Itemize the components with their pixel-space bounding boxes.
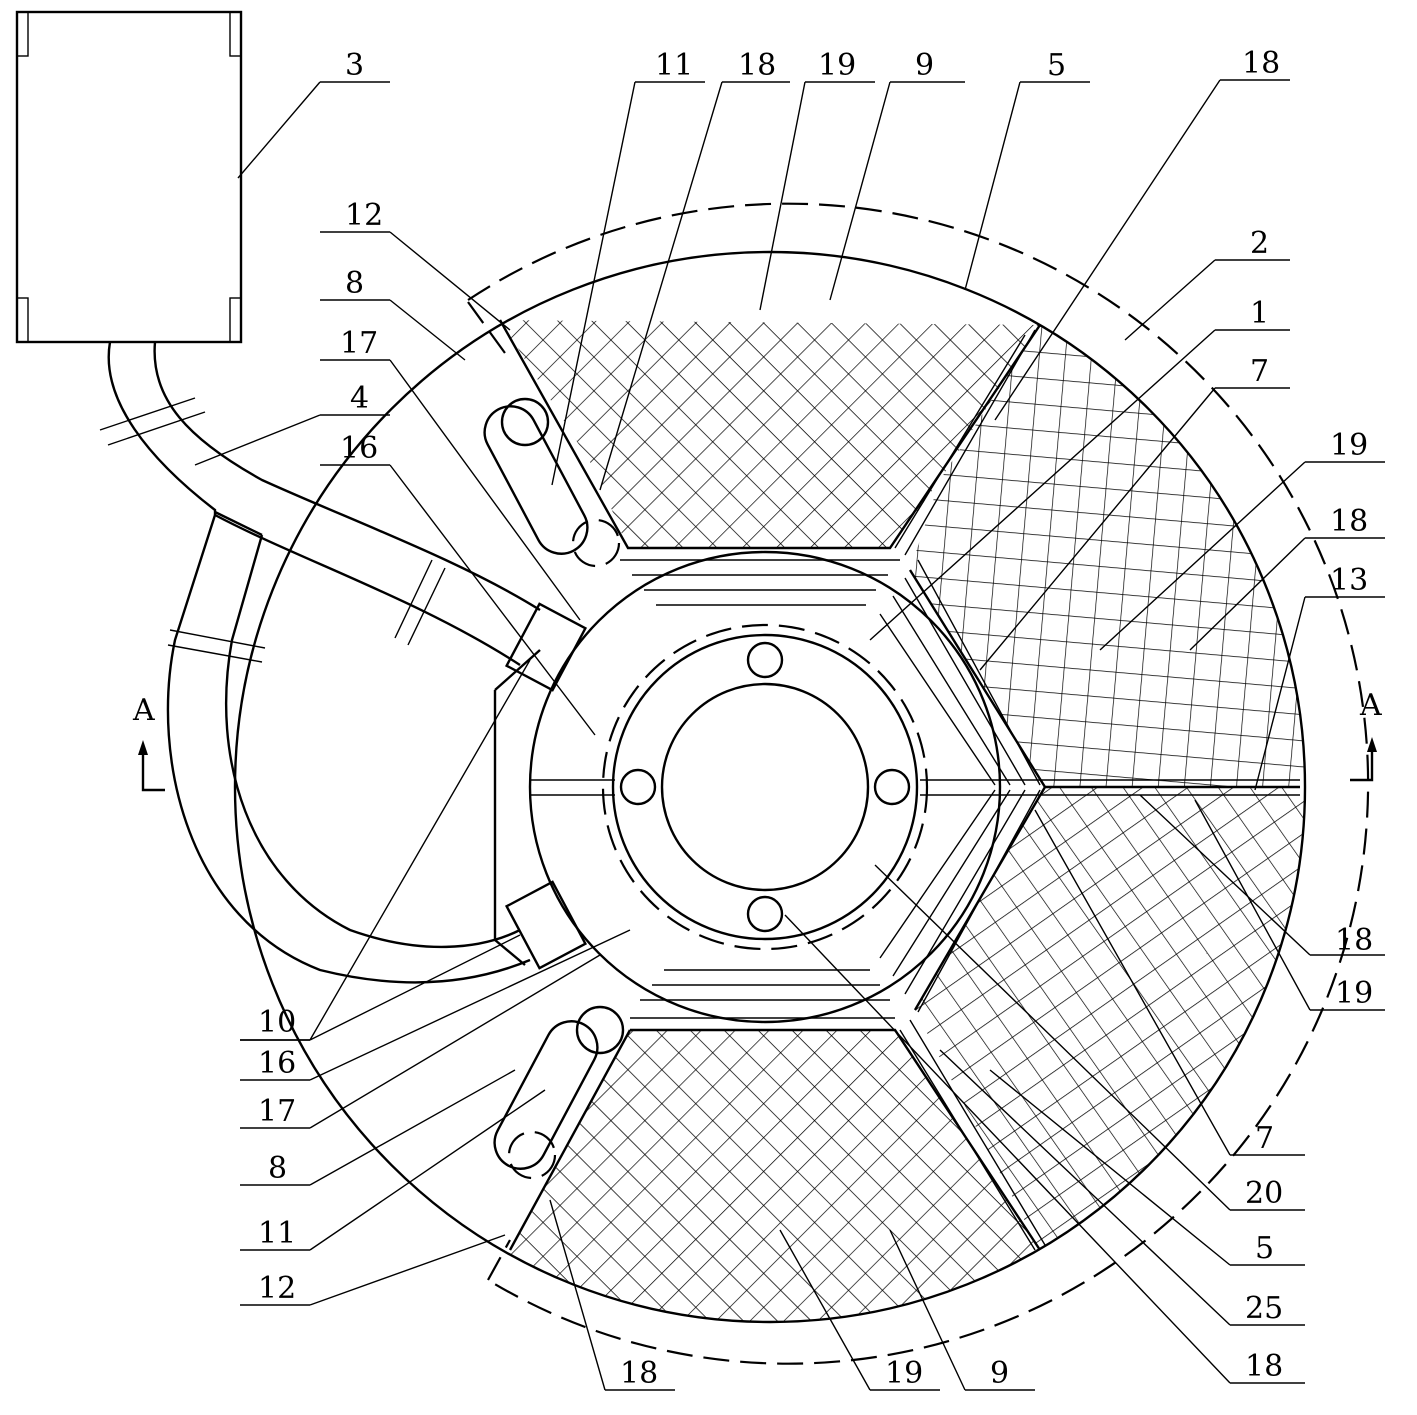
label-9-bottom: 9 [990, 1356, 1009, 1391]
label-10: 10 [258, 1005, 296, 1040]
bolt-hole-left [619, 768, 657, 806]
label-18-right: 18 [1330, 504, 1368, 539]
label-8-bottom: 8 [268, 1151, 287, 1186]
pipe-4 [99, 341, 541, 984]
label-18-bottomright: 18 [1245, 1349, 1283, 1384]
label-11-top: 11 [655, 48, 693, 83]
label-11-bottom: 11 [258, 1216, 296, 1251]
svg-text:A: A [132, 693, 155, 728]
roller-11-upper [483, 397, 621, 568]
label-8-top: 8 [345, 266, 364, 301]
label-3: 3 [345, 48, 364, 83]
label-18-topright: 18 [1242, 46, 1280, 81]
label-25: 25 [1245, 1291, 1283, 1326]
label-18-top: 18 [738, 48, 776, 83]
label-1: 1 [1250, 296, 1269, 331]
dashed-shroud-bottom [487, 1239, 511, 1281]
label-9-top: 9 [915, 48, 934, 83]
outer-dashed-arc-2 [467, 202, 1370, 1365]
label-18-bottom: 18 [620, 1356, 658, 1391]
label-13: 13 [1330, 563, 1368, 598]
section-mark-left: A [132, 693, 165, 792]
label-12-top: 12 [345, 198, 383, 233]
label-7-bottom: 7 [1255, 1121, 1274, 1156]
label-4: 4 [350, 381, 369, 416]
dashed-shroud-top [467, 301, 511, 361]
bolt-hole-top [746, 641, 784, 679]
hub-bore [660, 682, 870, 892]
label-7-top: 7 [1250, 354, 1269, 389]
label-2: 2 [1250, 226, 1269, 261]
hub [493, 550, 1002, 1024]
wheel-outline-5 [233, 250, 1307, 1324]
reference-labels: 11 18 19 9 5 18 2 1 7 19 18 13 18 19 7 2… [258, 46, 1373, 1391]
label-5-bottom: 5 [1255, 1231, 1274, 1266]
label-19-bottom: 19 [885, 1356, 923, 1391]
label-19-right: 19 [1330, 428, 1368, 463]
bolt-hole-right [873, 768, 911, 806]
label-19-rightlow: 19 [1335, 976, 1373, 1011]
label-12-bottom: 12 [258, 1271, 296, 1306]
block-10-lower [504, 880, 588, 970]
casing-left-wall [493, 690, 526, 966]
hub-flange-1 [611, 633, 919, 941]
label-17-top: 17 [340, 326, 378, 361]
section-mark-right: A [1350, 688, 1382, 782]
block-10-upper [504, 602, 588, 692]
label-20: 20 [1245, 1176, 1283, 1211]
hub-outer-17 [528, 550, 1002, 1024]
stripe-bands [530, 329, 1300, 1251]
box-3 [15, 10, 243, 344]
svg-text:A: A [1359, 688, 1382, 723]
label-5-top: 5 [1047, 48, 1066, 83]
label-16-bottom: 16 [258, 1046, 296, 1081]
roller-11-lower [493, 1005, 625, 1180]
label-16-top: 16 [340, 431, 378, 466]
hub-dashed-ring [601, 623, 929, 951]
label-19-top: 19 [818, 48, 856, 83]
leader-lines [194, 79, 1385, 1391]
label-17-bottom: 17 [258, 1094, 296, 1129]
bolt-hole-bottom [746, 895, 784, 933]
label-18-rightlow: 18 [1335, 923, 1373, 958]
